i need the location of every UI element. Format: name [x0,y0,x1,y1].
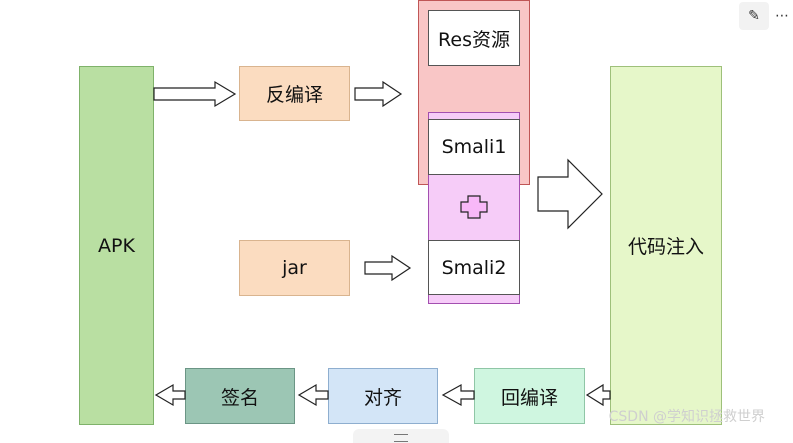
arrow-sign-to-apk [154,383,186,407]
arrow-merge-to-inject [537,158,603,230]
smali2-node: Smali2 [428,240,520,295]
more-icon[interactable]: ⋯ [775,8,789,24]
jar-node: jar [239,240,350,296]
grip-icon [394,434,408,442]
pencil-icon[interactable]: ✎ [739,2,769,30]
code-injection-node: 代码注入 [610,66,722,425]
arrow-jar-to-smali2 [364,254,412,282]
top-toolbar: ✎ ⋯ [739,2,793,30]
arrow-inject-to-recompile [585,383,611,407]
sign-node: 签名 [185,368,295,424]
plus-icon [460,195,488,219]
recompile-node: 回编译 [474,368,585,424]
arrow-recompile-to-align [441,383,475,407]
res-resources-node: Res资源 [428,10,520,66]
watermark-text: CSDN @学知识拯救世界 [608,409,765,425]
decompile-node: 反编译 [239,66,350,121]
arrow-align-to-sign [297,383,329,407]
align-node: 对齐 [328,368,438,424]
arrow-decompile-to-res [354,80,403,108]
arrow-apk-to-decompile [153,80,237,108]
smali1-node: Smali1 [428,119,520,175]
drag-handle[interactable] [353,429,449,443]
apk-node: APK [79,66,154,425]
